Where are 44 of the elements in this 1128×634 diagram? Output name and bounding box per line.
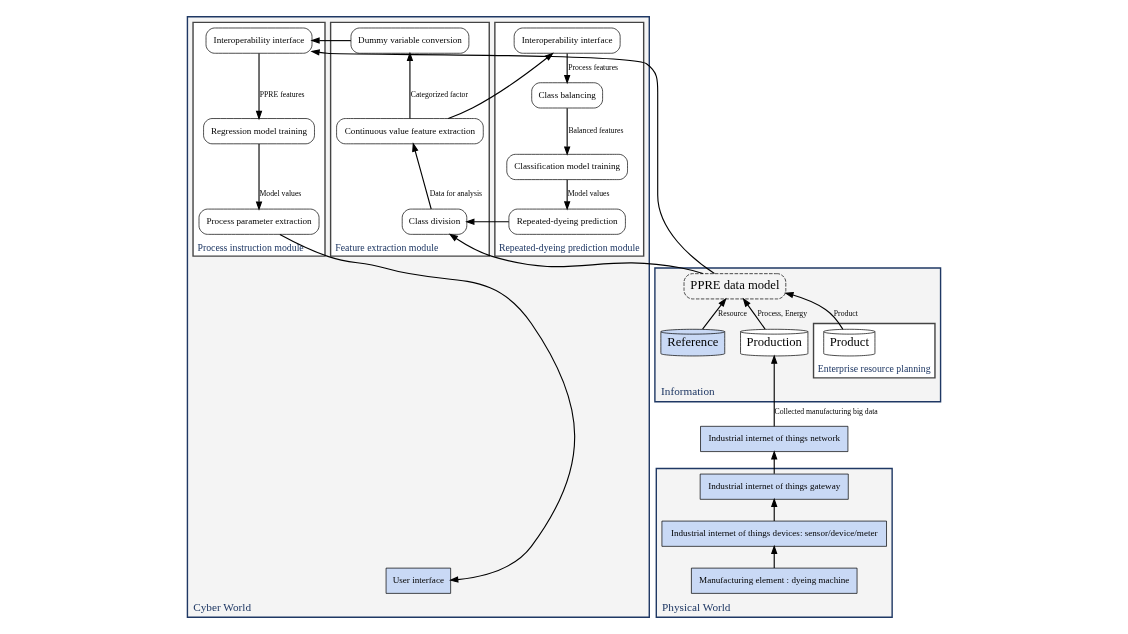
edge-label: PPRE features — [259, 90, 305, 100]
arrow — [465, 218, 510, 225]
arrow — [310, 37, 352, 44]
arrow — [447, 52, 554, 120]
node-box: Industrial internet of things network — [700, 425, 849, 452]
arrow — [563, 179, 571, 211]
node-box: Industrial internet of things gateway — [699, 473, 849, 500]
arrow — [563, 107, 571, 156]
arrow — [784, 292, 844, 330]
arrow — [448, 233, 704, 275]
node-box: Industrial internet of things devices: sensor/device/meter — [661, 520, 887, 547]
node-box: Interoperability interface — [205, 27, 313, 54]
edge-label: Resource — [718, 308, 747, 318]
node-box: Class division — [401, 208, 468, 235]
arrow — [255, 143, 263, 211]
arrow — [563, 52, 571, 85]
edge-label: Product — [833, 308, 858, 318]
arrow — [255, 52, 263, 121]
arrow — [702, 297, 727, 330]
node-box: Manufacturing element : dyeing machine — [691, 567, 858, 594]
node-box: Class balancing — [531, 82, 603, 109]
edge-label: Balanced features — [568, 126, 624, 136]
node-box: Continuous value feature extraction — [336, 118, 484, 145]
node-box: Regression model training — [203, 118, 315, 145]
arrow — [742, 297, 766, 330]
arrow — [406, 51, 414, 119]
edge-label: Categorized factor — [410, 90, 469, 100]
edge-label: Process, Energy — [757, 308, 808, 318]
edge-label: Data for analysis — [429, 189, 483, 199]
edge-label: Model values — [567, 189, 610, 199]
node-box: User interface — [385, 567, 451, 594]
node-box: Interoperability interface — [513, 27, 621, 54]
edge-label: Collected manufacturing big data — [774, 406, 878, 416]
edge-label: Model values — [259, 189, 302, 199]
node-box: Repeated-dyeing prediction — [508, 208, 626, 235]
arrow — [310, 49, 715, 275]
arrow — [771, 354, 778, 427]
node-box: Dummy variable conversion — [350, 27, 470, 54]
arrow — [412, 142, 432, 210]
node-box: PPRE data model — [683, 273, 787, 300]
arrow — [279, 233, 576, 583]
edge-label: Process features — [568, 62, 619, 72]
node-box: Classification model training — [506, 154, 628, 180]
node-box: Process parameter extraction — [198, 208, 320, 235]
